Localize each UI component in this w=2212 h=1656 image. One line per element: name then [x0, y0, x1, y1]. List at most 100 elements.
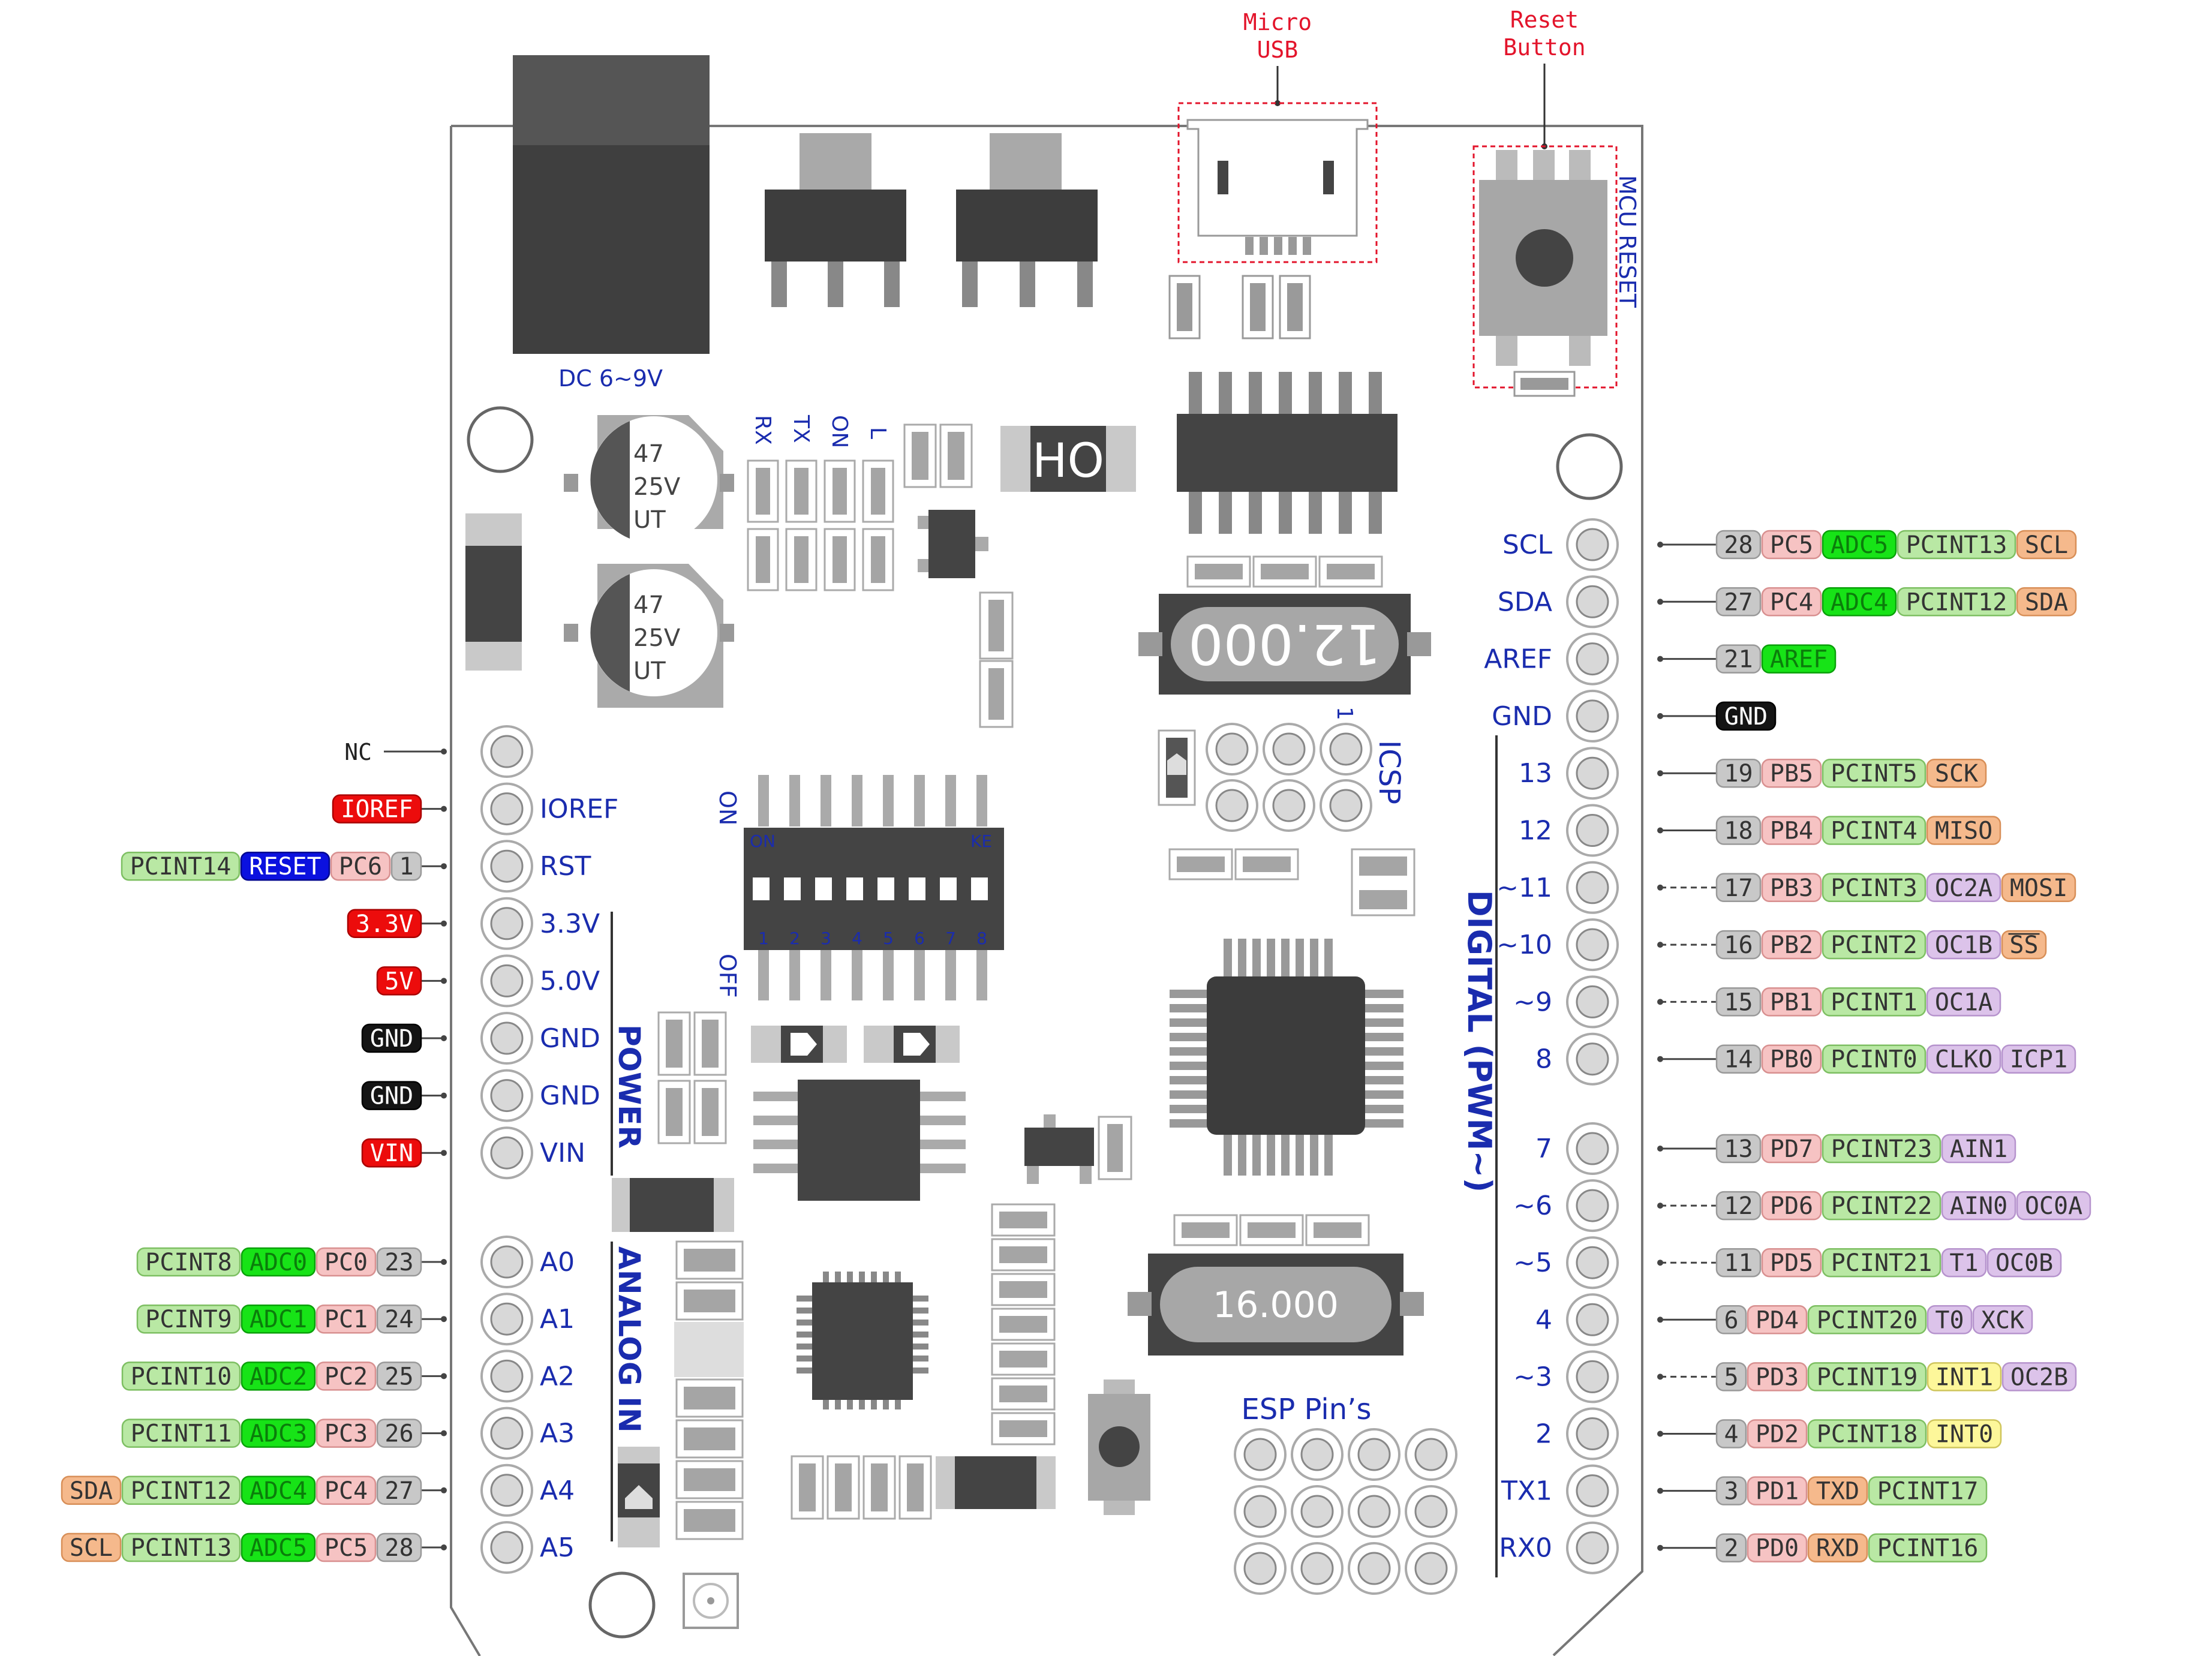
- svg-text:ADC2: ADC2: [250, 1363, 307, 1390]
- pin-tag: OC2A: [1926, 873, 2001, 903]
- svg-text:SDA: SDA: [70, 1477, 113, 1505]
- led-label-l: L: [865, 427, 890, 439]
- esp-pin: [1405, 1428, 1457, 1481]
- pin-tag: MISO: [1926, 816, 2001, 845]
- pin-tag: PCINT9: [136, 1304, 241, 1334]
- pin-label: A2: [540, 1361, 575, 1391]
- pin-tag: 28: [1715, 530, 1762, 560]
- svg-text:INT1: INT1: [1936, 1363, 1993, 1391]
- svg-text:PCINT20: PCINT20: [1817, 1306, 1918, 1334]
- left-pin-row: 3.3V3.3V: [347, 897, 600, 950]
- header-pin: [480, 782, 533, 835]
- pin-tag: OC2B: [2001, 1362, 2077, 1391]
- pin-tag: ADC5: [1822, 530, 1897, 560]
- pin-tag: 6: [1715, 1305, 1747, 1335]
- pin-tag: ADC4: [1822, 587, 1897, 617]
- pin-tag: 1: [390, 851, 422, 881]
- svg-text:OC1A: OC1A: [1935, 988, 1992, 1016]
- svg-text:1: 1: [399, 853, 413, 880]
- esp-pin: [1234, 1428, 1287, 1481]
- pin-label: 5.0V: [540, 966, 600, 996]
- header-pin: [480, 840, 533, 893]
- pin-tag: VIN: [361, 1138, 422, 1168]
- svg-text:PB5: PB5: [1770, 760, 1813, 788]
- pin-tag: RESET: [240, 851, 330, 881]
- pin-tag: ICP1: [2001, 1044, 2076, 1074]
- svg-text:SCL: SCL: [2025, 531, 2068, 559]
- svg-text:AREF: AREF: [1770, 646, 1828, 674]
- pin-tag: PCINT13: [121, 1532, 241, 1562]
- header-pin: [1566, 1293, 1619, 1347]
- header-pin: [1566, 575, 1619, 629]
- header-pin: [480, 1236, 533, 1288]
- pin-tag: PCINT10: [121, 1362, 241, 1391]
- svg-text:15: 15: [1724, 988, 1753, 1016]
- resistor-row-bottom: [791, 1455, 1056, 1520]
- header-pin: [480, 1350, 533, 1403]
- pin-tag: 27: [376, 1475, 422, 1505]
- header-pin: [480, 1126, 533, 1180]
- svg-text:ADC3: ADC3: [250, 1420, 307, 1448]
- pin-tag: RXD: [1807, 1533, 1868, 1562]
- header-pin: [480, 1012, 533, 1065]
- svg-text:5V: 5V: [384, 967, 413, 995]
- svg-text:ADC5: ADC5: [250, 1534, 307, 1562]
- soic-chip: [753, 1080, 966, 1201]
- pin-tag: ADC3: [241, 1418, 316, 1448]
- esp-pin: [1405, 1485, 1457, 1538]
- dip-num-6: 6: [914, 928, 925, 948]
- crystal-16-label: 16.000: [1213, 1284, 1339, 1326]
- svg-text:ADC1: ADC1: [250, 1306, 307, 1333]
- header-pin: [480, 1293, 533, 1346]
- cap1-line2: 25V: [633, 473, 681, 501]
- header-pin: [1566, 1236, 1619, 1290]
- pin-tag: PC1: [315, 1304, 377, 1334]
- pin-tag: 11: [1715, 1248, 1762, 1278]
- pin-tag: SS: [2001, 930, 2047, 960]
- svg-text:PB4: PB4: [1770, 818, 1813, 845]
- main-mcu: [1170, 939, 1403, 1176]
- svg-text:PCINT13: PCINT13: [131, 1534, 232, 1562]
- svg-text:4: 4: [1724, 1421, 1738, 1448]
- svg-text:2: 2: [1724, 1535, 1738, 1562]
- header-pin: [1566, 861, 1619, 914]
- micro-usb-connector: [1186, 119, 1369, 255]
- svg-text:PD0: PD0: [1756, 1535, 1799, 1562]
- svg-text:PCINT23: PCINT23: [1831, 1135, 1933, 1163]
- pin-tag: 25: [376, 1362, 422, 1391]
- header-pin: [1566, 1350, 1619, 1403]
- pin-tag: PC4: [1761, 587, 1822, 617]
- dip-on-small: ON: [750, 831, 776, 851]
- pin-tag: PCINT0: [1822, 1044, 1927, 1074]
- pin-tag: 19: [1715, 758, 1762, 788]
- svg-text:3.3V: 3.3V: [356, 910, 413, 938]
- pin-tag: INT0: [1927, 1419, 2002, 1448]
- icsp-pin1-label: 1: [1332, 707, 1357, 720]
- pin-tag: PD7: [1761, 1134, 1822, 1164]
- reset-button-label-1: Reset: [1510, 7, 1579, 33]
- crystal-resistors-1: [1186, 555, 1383, 588]
- svg-text:RESET: RESET: [249, 853, 321, 880]
- dip-num-8: 8: [976, 928, 987, 948]
- svg-text:PC1: PC1: [324, 1306, 368, 1333]
- pin-tag: PCINT11: [121, 1418, 241, 1448]
- header-pin: [1566, 804, 1619, 857]
- svg-text:PC5: PC5: [324, 1534, 368, 1562]
- pin-tag: PC3: [315, 1418, 377, 1448]
- pin-tag: SDA: [2016, 587, 2077, 617]
- svg-text:GND: GND: [370, 1025, 413, 1053]
- pin-tag: PB4: [1761, 816, 1822, 845]
- header-pin: [1566, 918, 1619, 972]
- pin-tag: ADC5: [241, 1532, 316, 1562]
- pin-tag: 14: [1715, 1044, 1762, 1074]
- svg-text:PD3: PD3: [1756, 1363, 1799, 1391]
- pin-tag: PB0: [1761, 1044, 1822, 1074]
- pin-tag: SCK: [1926, 758, 1987, 788]
- pin-tag: 27: [1715, 587, 1762, 617]
- pin-tag: 4: [1715, 1419, 1747, 1448]
- svg-text:PC4: PC4: [324, 1477, 368, 1505]
